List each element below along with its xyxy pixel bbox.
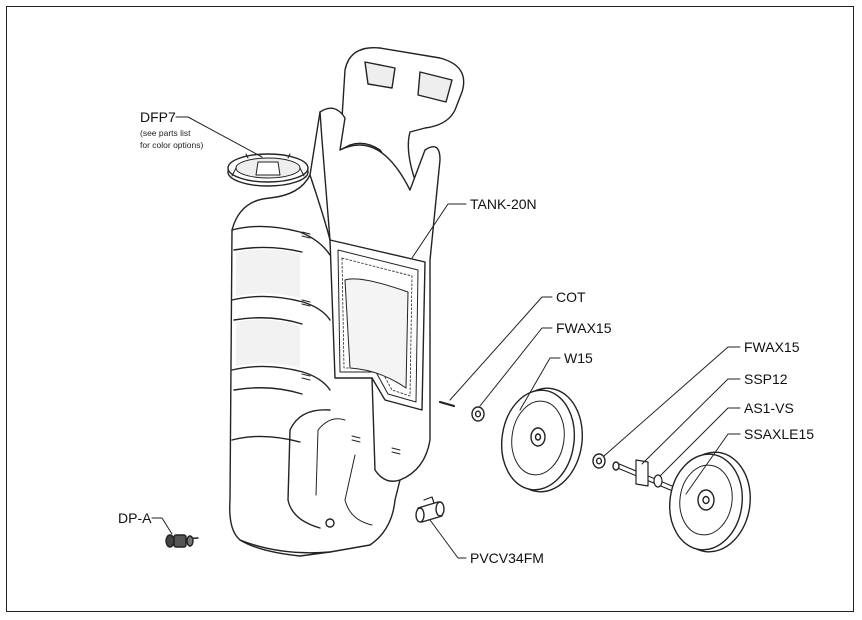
label-dfp7-note-line2: for color options): [140, 140, 204, 150]
label-fwax15-right: FWAX15: [744, 339, 800, 355]
leader-lines: [151, 116, 741, 559]
cot-cotter-pin: [438, 400, 456, 408]
dpa-drain-plug: [165, 534, 199, 548]
w15-wheel-left: [500, 387, 584, 493]
label-w15: W15: [564, 350, 593, 366]
dfp7-fill-cap: [227, 153, 309, 187]
fwax15-washer-left: [471, 406, 485, 422]
fwax15-washer-right: [592, 453, 606, 469]
label-tank-20n: TANK-20N: [470, 196, 537, 212]
tank-body: [229, 46, 465, 557]
label-dfp7-note-line1: (see parts list: [140, 128, 191, 138]
label-fwax15-left: FWAX15: [556, 320, 612, 336]
pvcv34fm-valve: [415, 496, 445, 523]
diagram-frame: [6, 6, 854, 612]
label-dfp7: DFP7: [140, 109, 176, 125]
label-cot: COT: [556, 289, 586, 305]
label-dp-a: DP-A: [118, 510, 152, 526]
label-pvcv34fm: PVCV34FM: [470, 550, 544, 566]
label-ssp12: SSP12: [744, 371, 788, 387]
w15-wheel-right: [669, 451, 751, 553]
label-ssaxle15: SSAXLE15: [744, 426, 815, 442]
label-as1-vs: AS1-VS: [744, 400, 794, 416]
